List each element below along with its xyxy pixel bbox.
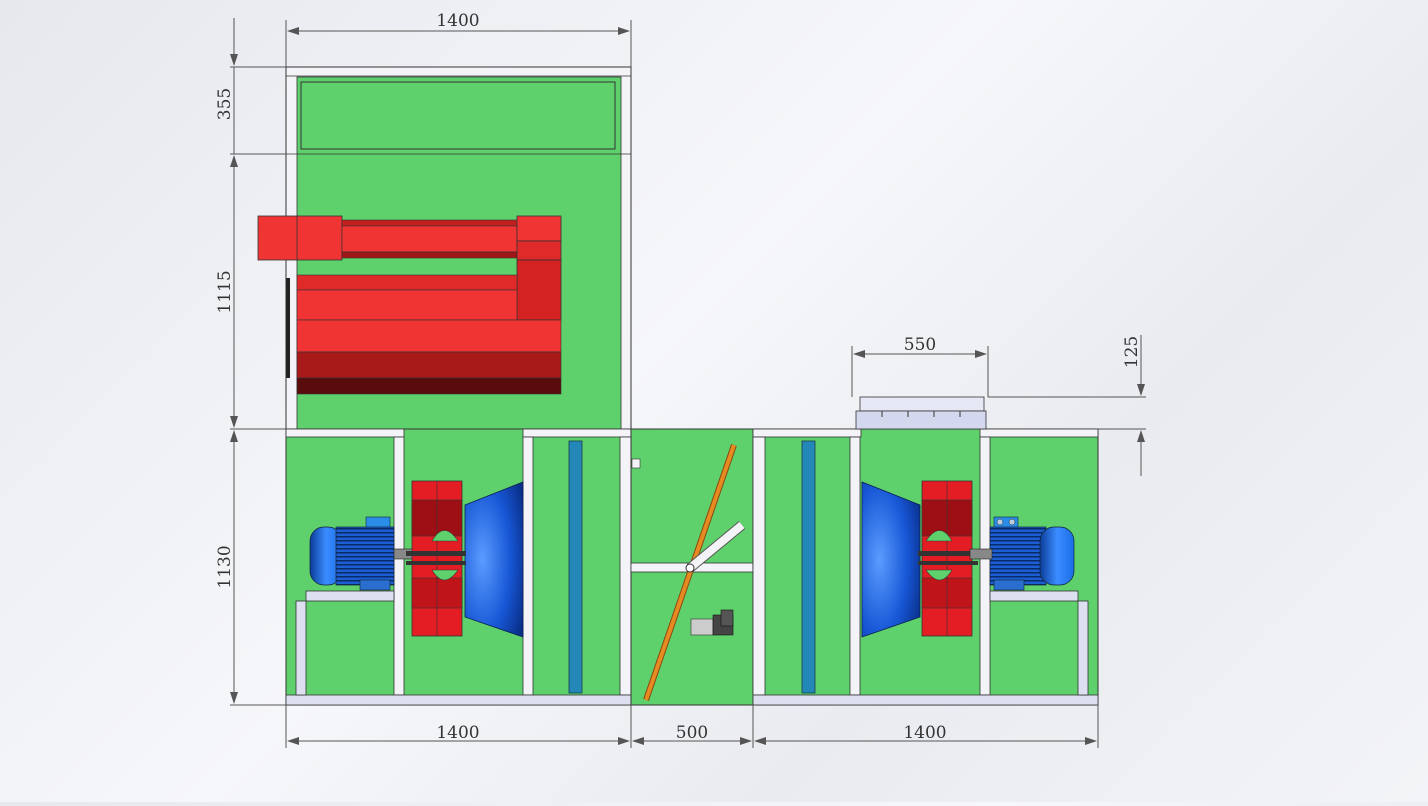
dim-bottom-mid-width: 500: [676, 723, 708, 743]
dimension-labels: 1400 355 1115 1130 1400 500 1400 550 125: [215, 11, 1142, 743]
left-motor: [309, 516, 417, 591]
dim-top-height-small: 355: [215, 88, 235, 120]
filter-right: [801, 440, 816, 694]
dim-outlet-height: 125: [1122, 336, 1142, 368]
middle-damper-section: [630, 428, 754, 706]
dim-bottom-left-width: 1400: [436, 723, 479, 743]
right-motor: [969, 516, 1075, 591]
actuator: [690, 618, 714, 636]
dim-outlet-width: 550: [904, 335, 936, 355]
dim-top-height-large: 1115: [215, 270, 235, 313]
top-filter-panel: [300, 81, 616, 150]
dimension-lines: [230, 18, 1146, 748]
dim-bottom-right-width: 1400: [903, 723, 946, 743]
outlet-duct: [855, 396, 987, 430]
right-fan: [861, 480, 978, 638]
dim-top-width: 1400: [436, 11, 479, 31]
filter-left: [568, 440, 583, 694]
dim-bottom-height: 1130: [215, 545, 235, 588]
left-fan: [406, 480, 524, 638]
heater-burner: [257, 215, 562, 395]
